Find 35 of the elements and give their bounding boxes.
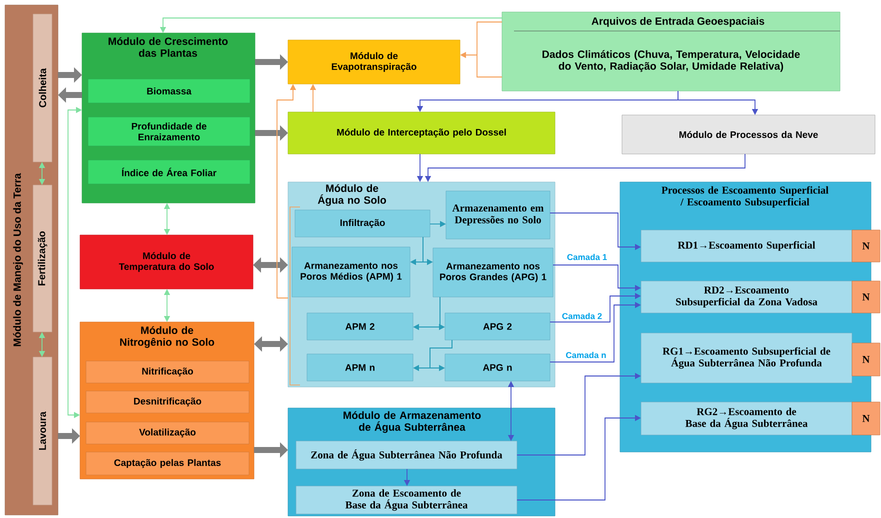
process-box: APG 2 xyxy=(444,312,550,340)
tab: Colheita xyxy=(32,14,52,162)
process-box: Desnitrificação xyxy=(86,390,250,414)
process-box: Armanezamento nos Poros Médios (APM) 1 xyxy=(292,246,410,298)
process-box: APG n xyxy=(444,354,550,382)
arrow xyxy=(253,257,288,273)
process-box: RD1→Escoamento Superficial xyxy=(640,230,852,262)
process-box: Infiltração xyxy=(294,210,430,238)
process-box: Volatilização xyxy=(86,422,250,444)
process-box: Armazenamento em Depressões no Solo xyxy=(446,190,550,240)
n-box: N xyxy=(852,402,880,436)
process-box: APM n xyxy=(306,354,414,382)
process-box: Zona de Água Subterrânea Não Profunda xyxy=(296,440,518,470)
n-box: N xyxy=(852,230,880,262)
input-box: Arquivos de Entrada Geoespaciais Dados Climáticos (Chuva, Temperatura, Velocidade do Vento, Radiação Solar, Umidade Relativa) xyxy=(502,12,840,92)
tab: Lavoura xyxy=(32,356,52,506)
module-box: Módulo de Evapotranspiração xyxy=(288,40,460,84)
process-box: Biomassa xyxy=(88,78,250,104)
process-box: Nitrificação xyxy=(86,360,250,384)
module-box: Módulo de Temperatura do Solo xyxy=(80,234,254,290)
process-box: RG2→Escoamento de Base da Água Subterrânea xyxy=(640,402,852,436)
n-box: N xyxy=(852,280,880,314)
module-box: Módulo de Interceptação pelo Dossel xyxy=(288,112,556,154)
arrow xyxy=(254,336,288,352)
process-box: RD2→Escoamento Subsuperficial da Zona Vadosa xyxy=(640,280,852,314)
process-box: Zona de Escoamento de Base da Água Subterrânea xyxy=(296,486,518,514)
tab: Fertilização xyxy=(32,184,52,332)
n-box: N xyxy=(852,342,880,376)
process-box: Captação pelas Plantas xyxy=(86,452,250,476)
process-box: APM 2 xyxy=(306,312,414,340)
module-box: Módulo de Processos da Neve xyxy=(622,114,876,154)
process-box: Armanezamento nos Poros Grandes (APG) 1 xyxy=(432,248,554,298)
process-box: RG1→Escoamento Subsuperficial de Água Subterrânea Não Profunda xyxy=(640,332,852,384)
process-box: Índice de Área Foliar xyxy=(88,160,250,184)
process-box: Profundidade de Enraizamento xyxy=(88,116,250,146)
